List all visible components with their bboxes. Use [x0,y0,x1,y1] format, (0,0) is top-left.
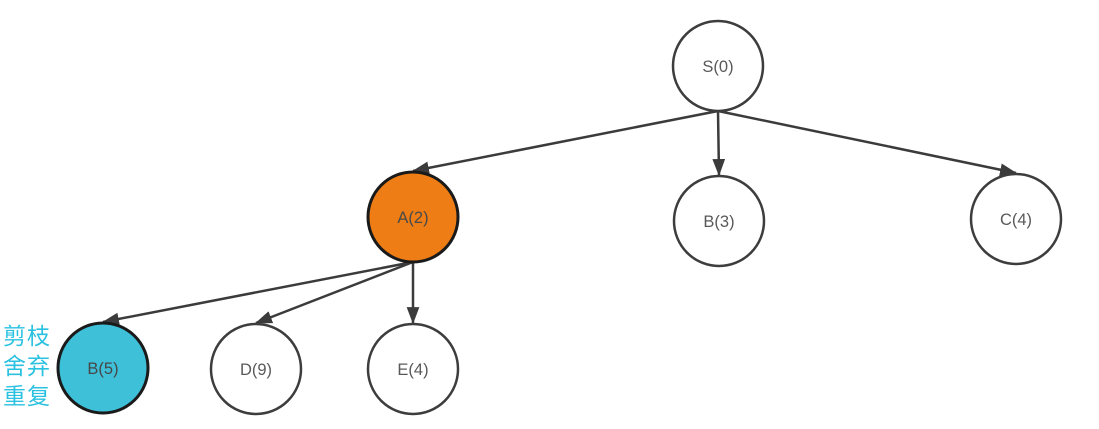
node-label-A: A(2) [397,209,428,227]
edge-S-C [717,109,1018,176]
node-label-B5: B(5) [87,360,118,378]
node-label-S: S(0) [702,58,733,76]
edge-A-B5 [101,260,414,326]
node-label-B3: B(3) [703,213,734,231]
node-A[interactable]: A(2) [366,170,460,264]
edge-S-A [411,109,719,175]
node-E[interactable]: E(4) [366,322,460,416]
node-label-E: E(4) [397,361,428,379]
node-B3[interactable]: B(3) [672,174,766,268]
node-circle-B5[interactable] [56,321,150,415]
node-C[interactable]: C(4) [969,172,1063,266]
node-S[interactable]: S(0) [671,19,765,113]
edge-A-D [255,260,414,325]
node-label-D: D(9) [240,361,272,379]
node-circle-A[interactable] [366,170,460,264]
node-D[interactable]: D(9) [209,322,303,416]
edge-S-B3 [712,110,726,177]
annotation-line-3: 重复 [3,383,51,409]
node-circle-D[interactable] [209,322,303,416]
node-circle-B3[interactable] [672,174,766,268]
node-B5[interactable]: B(5) [56,321,150,415]
annotation-line-1: 剪枝 [3,323,51,349]
edges-layer [101,109,1018,326]
node-circle-S[interactable] [671,19,765,113]
nodes-layer: S(0) A(2) B(3) C(4) B(5) D(9) E(4) [56,19,1063,416]
node-circle-E[interactable] [366,322,460,416]
annotation-line-2: 舍弃 [3,353,51,379]
node-circle-C[interactable] [969,172,1063,266]
node-label-C: C(4) [1000,211,1032,229]
pruning-annotation: 剪枝 舍弃 重复 [3,321,51,411]
